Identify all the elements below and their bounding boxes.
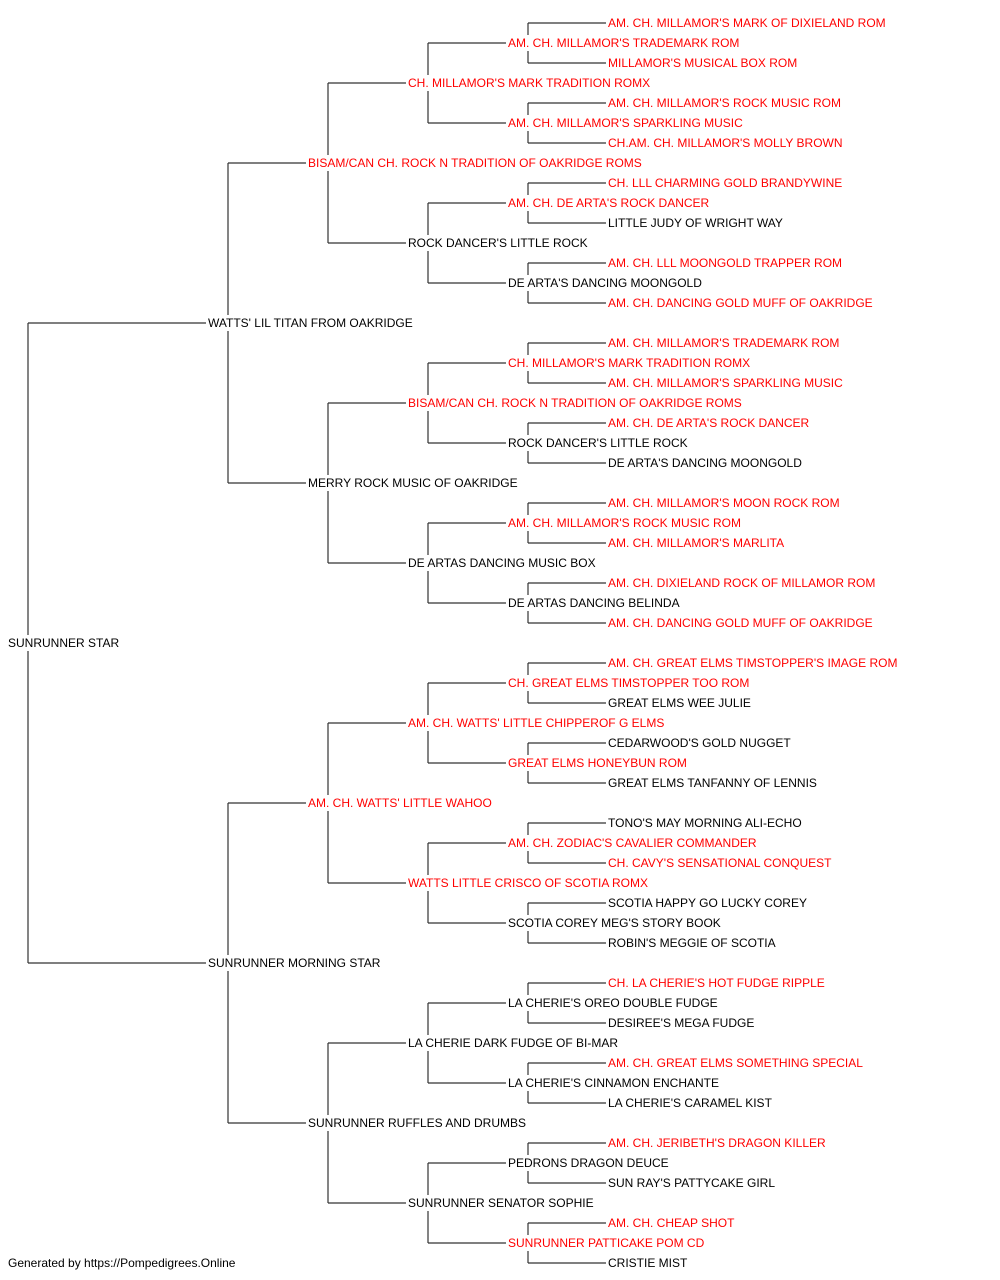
dog-name-sire: AM. CH. MILLAMOR'S TRADEMARK ROM <box>508 36 739 50</box>
dog-name-dam: GREAT ELMS WEE JULIE <box>608 696 751 710</box>
dog-name-sire: AM. CH. MILLAMOR'S MARK OF DIXIELAND ROM <box>608 16 886 30</box>
dog-name-sire: CEDARWOOD'S GOLD NUGGET <box>608 736 791 750</box>
dog-name-dam: AM. CH. MILLAMOR'S MARLITA <box>608 536 784 550</box>
dog-name-sire: CH. GREAT ELMS TIMSTOPPER TOO ROM <box>508 676 749 690</box>
dog-name-sire: WATTS' LIL TITAN FROM OAKRIDGE <box>208 316 413 330</box>
dog-name-dam: AM. CH. MILLAMOR'S SPARKLING MUSIC <box>508 116 743 130</box>
dog-name-dam: ROCK DANCER'S LITTLE ROCK <box>408 236 588 250</box>
dog-name-dam: SUNRUNNER MORNING STAR <box>208 956 381 970</box>
dog-name-sire: LA CHERIE'S OREO DOUBLE FUDGE <box>508 996 718 1010</box>
dog-name-sire: AM. CH. DIXIELAND ROCK OF MILLAMOR ROM <box>608 576 875 590</box>
dog-name-subject: SUNRUNNER STAR <box>8 636 119 650</box>
dog-name-sire: CH. LA CHERIE'S HOT FUDGE RIPPLE <box>608 976 825 990</box>
dog-name-dam: DE ARTAS DANCING MUSIC BOX <box>408 556 596 570</box>
dog-name-sire: SCOTIA HAPPY GO LUCKY COREY <box>608 896 807 910</box>
dog-name-dam: CH. CAVY'S SENSATIONAL CONQUEST <box>608 856 832 870</box>
dog-name-dam: DE ARTA'S DANCING MOONGOLD <box>608 456 802 470</box>
dog-name-sire: AM. CH. DE ARTA'S ROCK DANCER <box>508 196 710 210</box>
dog-name-sire: CH. LLL CHARMING GOLD BRANDYWINE <box>608 176 842 190</box>
dog-name-dam: SUNRUNNER RUFFLES AND DRUMBS <box>308 1116 526 1130</box>
dog-name-sire: LA CHERIE DARK FUDGE OF BI-MAR <box>408 1036 618 1050</box>
dog-name-dam: GREAT ELMS TANFANNY OF LENNIS <box>608 776 817 790</box>
dog-name-sire: AM. CH. WATTS' LITTLE WAHOO <box>308 796 492 810</box>
dog-name-sire: AM. CH. LLL MOONGOLD TRAPPER ROM <box>608 256 842 270</box>
dog-name-dam: DE ARTA'S DANCING MOONGOLD <box>508 276 702 290</box>
dog-name-sire: CH. MILLAMOR'S MARK TRADITION ROMX <box>408 76 650 90</box>
dog-name-sire: CH. MILLAMOR'S MARK TRADITION ROMX <box>508 356 750 370</box>
dog-name-dam: LITTLE JUDY OF WRIGHT WAY <box>608 216 783 230</box>
dog-name-dam: SUN RAY'S PATTYCAKE GIRL <box>608 1176 775 1190</box>
dog-name-sire: AM. CH. GREAT ELMS TIMSTOPPER'S IMAGE RO… <box>608 656 897 670</box>
dog-name-dam: DESIREE'S MEGA FUDGE <box>608 1016 754 1030</box>
dog-name-dam: MILLAMOR'S MUSICAL BOX ROM <box>608 56 797 70</box>
dog-name-dam: MERRY ROCK MUSIC OF OAKRIDGE <box>308 476 518 490</box>
dog-name-dam: CRISTIE MIST <box>608 1256 688 1270</box>
dog-name-dam: WATTS LITTLE CRISCO OF SCOTIA ROMX <box>408 876 648 890</box>
dog-name-dam: ROBIN'S MEGGIE OF SCOTIA <box>608 936 776 950</box>
dog-name-sire: AM. CH. JERIBETH'S DRAGON KILLER <box>608 1136 826 1150</box>
dog-name-dam: CH.AM. CH. MILLAMOR'S MOLLY BROWN <box>608 136 843 150</box>
dog-name-dam: DE ARTAS DANCING BELINDA <box>508 596 680 610</box>
dog-name-sire: AM. CH. DE ARTA'S ROCK DANCER <box>608 416 810 430</box>
dog-name-sire: AM. CH. MILLAMOR'S ROCK MUSIC ROM <box>508 516 741 530</box>
dog-name-sire: AM. CH. MILLAMOR'S TRADEMARK ROM <box>608 336 839 350</box>
dog-name-sire: AM. CH. MILLAMOR'S MOON ROCK ROM <box>608 496 840 510</box>
dog-name-dam: SCOTIA COREY MEG'S STORY BOOK <box>508 916 721 930</box>
dog-name-dam: GREAT ELMS HONEYBUN ROM <box>508 756 687 770</box>
dog-name-dam: LA CHERIE'S CINNAMON ENCHANTE <box>508 1076 719 1090</box>
dog-name-sire: AM. CH. CHEAP SHOT <box>608 1216 735 1230</box>
dog-name-sire: PEDRONS DRAGON DEUCE <box>508 1156 669 1170</box>
dog-name-sire: AM. CH. ZODIAC'S CAVALIER COMMANDER <box>508 836 757 850</box>
dog-name-dam: AM. CH. MILLAMOR'S SPARKLING MUSIC <box>608 376 843 390</box>
dog-name-sire: AM. CH. GREAT ELMS SOMETHING SPECIAL <box>608 1056 863 1070</box>
dog-name-sire: BISAM/CAN CH. ROCK N TRADITION OF OAKRID… <box>308 156 642 170</box>
dog-name-sire: AM. CH. WATTS' LITTLE CHIPPEROF G ELMS <box>408 716 664 730</box>
dog-name-dam: ROCK DANCER'S LITTLE ROCK <box>508 436 688 450</box>
dog-name-dam: AM. CH. DANCING GOLD MUFF OF OAKRIDGE <box>608 296 873 310</box>
dog-name-dam: SUNRUNNER SENATOR SOPHIE <box>408 1196 594 1210</box>
dog-name-sire: AM. CH. MILLAMOR'S ROCK MUSIC ROM <box>608 96 841 110</box>
dog-name-dam: LA CHERIE'S CARAMEL KIST <box>608 1096 773 1110</box>
dog-name-dam: SUNRUNNER PATTICAKE POM CD <box>508 1236 705 1250</box>
dog-name-sire: TONO'S MAY MORNING ALI-ECHO <box>608 816 802 830</box>
footer-credit: Generated by https://Pompedigrees.Online <box>8 1256 236 1270</box>
dog-name-sire: BISAM/CAN CH. ROCK N TRADITION OF OAKRID… <box>408 396 742 410</box>
dog-name-dam: AM. CH. DANCING GOLD MUFF OF OAKRIDGE <box>608 616 873 630</box>
